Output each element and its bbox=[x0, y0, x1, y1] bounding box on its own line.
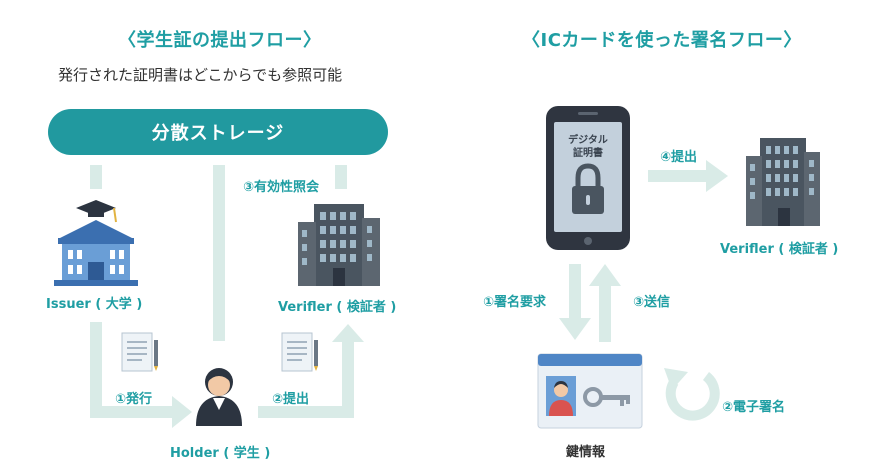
signature-cycle-icon bbox=[664, 368, 720, 421]
submit-arrow-right-head bbox=[706, 160, 728, 192]
issuer-label: Issuer ( 大学 ) bbox=[46, 297, 143, 312]
right-flow-title: 〈ICカードを使った署名フロー〉 bbox=[522, 30, 802, 51]
smartphone-icon bbox=[546, 106, 630, 250]
step3-send-label: ③送信 bbox=[633, 295, 671, 310]
issue-arrow-head bbox=[172, 396, 192, 428]
left-flow-title: 〈学生証の提出フロー〉 bbox=[118, 30, 322, 51]
building-icon-left bbox=[298, 204, 380, 286]
issue-arrow-horizontal bbox=[90, 406, 174, 418]
submit-arrow-vertical bbox=[342, 340, 354, 418]
student-avatar-icon bbox=[196, 368, 242, 426]
key-info-label: 鍵情報 bbox=[566, 445, 606, 460]
sign-request-arrow bbox=[569, 264, 581, 322]
submit-arrow-head bbox=[332, 324, 364, 342]
ic-card-icon bbox=[537, 353, 643, 429]
step4-submit-label: ④提出 bbox=[660, 150, 698, 165]
phone-screen-text: デジタル 証明書 bbox=[554, 134, 622, 160]
submit-arrow-right bbox=[648, 170, 708, 182]
issuer-storage-connector bbox=[90, 165, 102, 189]
university-icon bbox=[54, 200, 138, 286]
document-icon-issue bbox=[121, 332, 158, 372]
building-icon-right bbox=[746, 138, 820, 226]
distributed-storage-banner: 分散ストレージ bbox=[48, 109, 388, 155]
step2-submit-label: ②提出 bbox=[272, 392, 310, 407]
holder-storage-connector bbox=[213, 165, 225, 341]
send-arrow bbox=[599, 284, 611, 342]
step1-sign-request-label: ①署名要求 bbox=[483, 295, 547, 310]
verifier-storage-connector bbox=[335, 165, 347, 189]
step1-issue-label: ①発行 bbox=[115, 392, 153, 407]
holder-label: Holder ( 学生 ) bbox=[170, 446, 271, 461]
send-arrow-head bbox=[589, 264, 621, 286]
phone-screen-line1: デジタル bbox=[568, 135, 608, 146]
verifier-label-left: Verifler ( 検証者 ) bbox=[278, 300, 397, 315]
submit-arrow-horizontal bbox=[258, 406, 354, 418]
step2-e-signature-label: ②電子署名 bbox=[722, 400, 786, 415]
left-flow-subtitle: 発行された証明書はどこからでも参照可能 bbox=[58, 66, 343, 84]
verifier-label-right: Verifler ( 検証者 ) bbox=[720, 242, 839, 257]
step3-validity-label: ③有効性照会 bbox=[243, 180, 320, 195]
issue-arrow-vertical bbox=[90, 322, 102, 418]
document-icon-submit bbox=[281, 332, 318, 372]
phone-screen-line2: 証明書 bbox=[573, 148, 603, 159]
sign-request-arrow-head bbox=[559, 318, 591, 340]
